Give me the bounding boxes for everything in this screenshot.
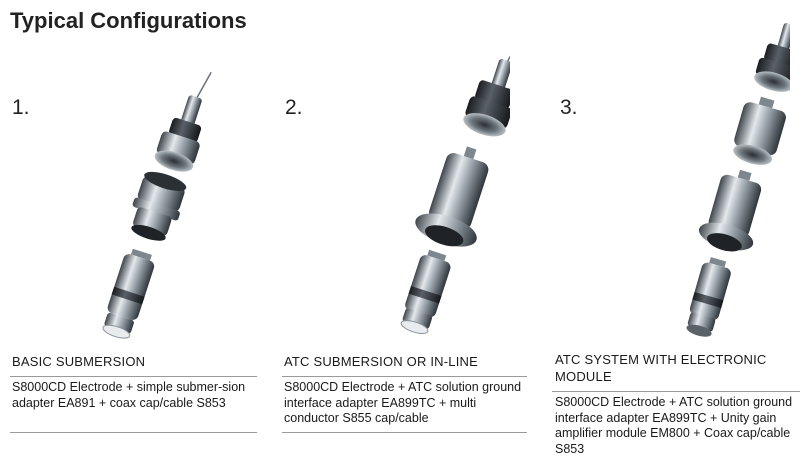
config-2-rule-bottom: [282, 432, 527, 433]
cap-nut-face: [754, 71, 790, 92]
config-2-description: S8000CD Electrode + ATC solution ground …: [284, 380, 522, 425]
electrode-tip: [102, 324, 131, 339]
electrode-tip: [400, 320, 429, 334]
config-3-rule: [552, 391, 800, 392]
adapter-body: [708, 174, 762, 237]
config-2-illustration: [400, 44, 510, 334]
page-title: Typical Configurations: [10, 8, 247, 33]
cable-wire: [506, 44, 510, 63]
amplifier-module: [734, 102, 786, 156]
electrode-body: [689, 262, 731, 320]
config-3-heading: ATC SYSTEM WITH ELECTRONIC MODULE: [555, 352, 767, 384]
config-2-heading: ATC SUBMERSION OR IN-LINE: [284, 354, 479, 369]
config-3-illustration: [686, 23, 790, 337]
config-1-number: 1.: [12, 96, 30, 119]
electrode-tip: [686, 324, 712, 337]
config-1-rule-bottom: [10, 432, 257, 433]
cap-nut-face: [463, 113, 506, 137]
adapter-bottom: [131, 224, 166, 241]
electrode-body: [405, 255, 451, 318]
cable-strain-relief: [181, 95, 202, 125]
config-1-rule: [10, 376, 257, 377]
cable-strain-relief: [491, 59, 510, 89]
electrode-body: [107, 254, 155, 320]
adapter-body: [429, 153, 489, 230]
config-1-heading: BASIC SUBMERSION: [12, 354, 146, 369]
cable-strain-relief: [777, 23, 790, 50]
cable-wire: [195, 71, 212, 100]
config-1-illustration: [102, 71, 212, 339]
config-3-description: S8000CD Electrode + ATC solution ground …: [555, 395, 793, 456]
config-2-rule: [282, 376, 527, 377]
cap-nut-face: [154, 150, 194, 172]
config-1-description: S8000CD Electrode + simple submer-sion a…: [12, 380, 246, 410]
config-2-number: 2.: [285, 96, 303, 119]
config-3-number: 3.: [560, 96, 578, 119]
